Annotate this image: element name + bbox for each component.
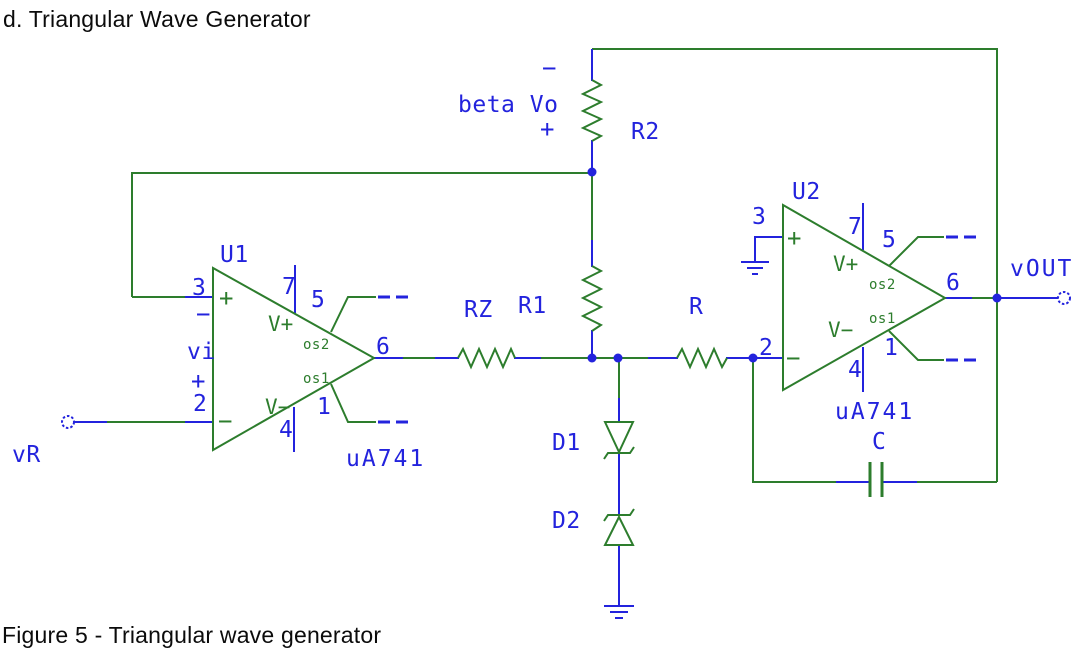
u1-pin6-number: 6 — [376, 334, 390, 360]
u1-part-label: uA741 — [346, 446, 425, 472]
u1-pin2-number: 2 — [193, 391, 207, 417]
u2-os1-stub — [888, 330, 944, 361]
u2-os2-stub — [888, 236, 944, 267]
feedback-wire-top-right — [592, 48, 998, 482]
rz-label: RZ — [464, 297, 493, 323]
feedback-wire-left — [131, 172, 592, 297]
nc-pin-dashes — [378, 235, 976, 424]
u2-os2-label: os2 — [869, 277, 896, 293]
u1-os1-stub — [330, 383, 376, 423]
u1-pin3-number: 3 — [192, 275, 206, 301]
vr-terminal — [61, 415, 75, 429]
resistor-r2-symbol — [580, 79, 604, 142]
u1-ref-label: U1 — [220, 242, 249, 268]
opamp-u2-triangle — [782, 203, 948, 392]
opamp-u1-triangle — [212, 266, 377, 452]
u2-noninv-mark: + — [787, 224, 801, 252]
u1-noninv-mark: + — [219, 284, 233, 312]
u2-inv-mark: − — [786, 344, 800, 372]
r1-label: R1 — [518, 293, 547, 319]
resistor-r-symbol — [676, 346, 728, 370]
junction-dots — [587, 167, 1002, 363]
vi-label: vi — [187, 339, 216, 365]
capacitor-label: C — [872, 429, 886, 455]
u2-pin4-number: 4 — [848, 357, 862, 383]
d1-label: D1 — [552, 430, 581, 456]
wire-u2pin2-cap — [752, 360, 836, 483]
u2-pin3-number: 3 — [752, 204, 766, 230]
u2-pin5-number: 5 — [882, 227, 896, 253]
diode-d1-triangle — [603, 421, 635, 455]
u2-os1-label: os1 — [869, 311, 896, 327]
component-leads — [74, 49, 1058, 605]
u2-pin2-number: 2 — [759, 335, 773, 361]
vi-minus-mark: − — [196, 300, 210, 328]
u2-part-label: uA741 — [835, 399, 914, 425]
u1-pin4-number: 4 — [279, 417, 293, 443]
diode-d2-triangle — [603, 514, 635, 546]
beta-plus-mark: + — [540, 115, 554, 143]
ground-diodes — [604, 605, 634, 619]
u1-pin7-number: 7 — [282, 274, 296, 300]
u2-pin3-lead — [754, 236, 783, 261]
beta-vo-label: beta Vo — [458, 92, 558, 118]
u1-pin5-number: 5 — [311, 287, 325, 313]
vi-plus-mark: + — [191, 367, 205, 395]
d2-label: D2 — [552, 508, 581, 534]
vr-label: vR — [12, 442, 41, 468]
u1-os1-label: os1 — [303, 371, 330, 387]
u2-vplus-label: V+ — [833, 252, 858, 276]
beta-minus-mark: − — [542, 54, 556, 82]
resistor-rz-symbol — [457, 346, 516, 370]
u2-ref-label: U2 — [792, 179, 821, 205]
u2-pin7-number: 7 — [848, 214, 862, 240]
u2-pin6-number: 6 — [946, 270, 960, 296]
u1-os2-stub — [330, 296, 376, 333]
r2-label: R2 — [631, 119, 660, 145]
u1-vplus-label: V+ — [268, 312, 293, 336]
u2-pin1-number: 1 — [884, 335, 898, 361]
u1-os2-label: os2 — [303, 337, 330, 353]
u1-pin1-number: 1 — [317, 394, 331, 420]
r-label: R — [689, 294, 703, 320]
vout-terminal — [1057, 291, 1071, 305]
u1-inv-mark: − — [218, 407, 232, 435]
diode-d1-zener-bar — [603, 446, 635, 460]
resistor-r1-symbol — [580, 265, 604, 332]
figure-caption: Figure 5 - Triangular wave generator — [2, 622, 382, 648]
page-title: d. Triangular Wave Generator — [3, 6, 311, 32]
vout-label: vOUT — [1010, 256, 1073, 282]
u1-vminus-label: V− — [265, 395, 290, 419]
u2-vminus-label: V− — [828, 318, 853, 342]
ground-u2-pin3 — [741, 261, 769, 275]
